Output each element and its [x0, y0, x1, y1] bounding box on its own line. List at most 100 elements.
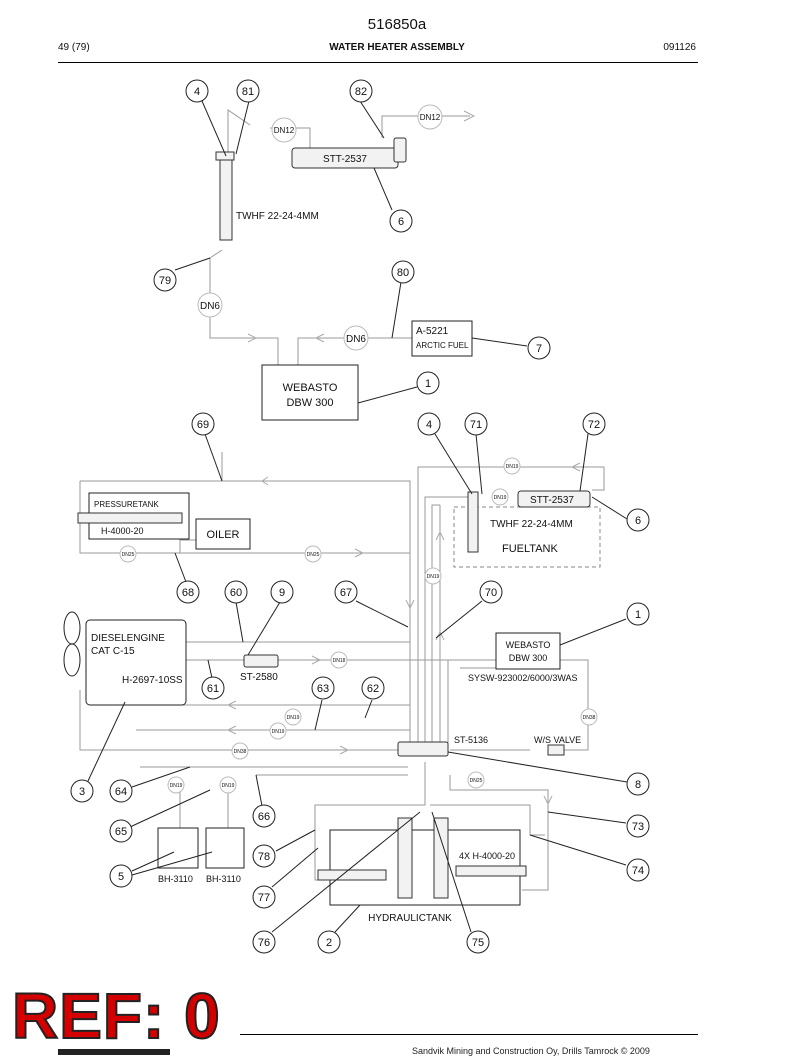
bh-3110-right [205, 827, 245, 869]
callout-5: 5 [118, 871, 124, 883]
twhf-heater-right [467, 491, 479, 553]
stt-heat-exchanger-right [517, 490, 591, 508]
marker-dn12-b: DN12 [420, 113, 441, 122]
callout-60: 60 [230, 587, 242, 599]
label-arctic-code: A-5221 [416, 326, 449, 337]
label-twhf-right: TWHF 22-24-4MM [490, 519, 573, 530]
label-hydraulictank: HYDRAULICTANK [368, 913, 452, 924]
marker-dn38-a: DN38 [583, 715, 596, 721]
line-size-markers: DN12 DN12 DN6 DN6 DN19 DN19 DN25 DN19 DN… [119, 104, 598, 794]
company-logo [58, 1049, 170, 1055]
marker-dn12-a: DN12 [274, 126, 295, 135]
callout-62: 62 [367, 683, 379, 695]
callout-6-top: 6 [398, 216, 404, 228]
marker-dn38-b: DN38 [234, 749, 247, 755]
label-bh3110-b: BH-3110 [206, 874, 241, 884]
document-id: 516850a [367, 16, 427, 33]
st-5136-manifold [397, 741, 449, 757]
label-st2580: ST-2580 [240, 672, 278, 683]
callout-7: 7 [536, 343, 542, 355]
oiler-box [195, 518, 251, 550]
marker-dn19-b: DN19 [494, 495, 507, 501]
callout-2: 2 [326, 937, 332, 949]
label-diesel-2: CAT C-15 [91, 646, 135, 657]
callout-68: 68 [182, 587, 194, 599]
marker-dn6-a: DN6 [200, 301, 220, 312]
leader-lines [87, 100, 628, 933]
webasto-right-box [495, 632, 561, 670]
callout-3: 3 [79, 786, 85, 798]
arctic-fuel-box [411, 320, 473, 357]
ws-valve [547, 744, 565, 756]
header-rule [58, 62, 698, 63]
label-h4000x4: 4X H-4000-20 [459, 851, 515, 861]
label-webasto-top-1: WEBASTO [283, 382, 338, 394]
label-arctic-name: ARCTIC FUEL [416, 341, 469, 350]
diesel-engine-box [85, 619, 187, 706]
callout-78: 78 [258, 851, 270, 863]
marker-dn19-c: DN19 [427, 574, 440, 580]
callout-61: 61 [207, 683, 219, 695]
callouts: 4 81 82 6 79 80 7 1 69 4 71 72 6 68 60 9… [70, 79, 650, 954]
callout-71: 71 [470, 419, 482, 431]
marker-dn19-a: DN19 [506, 464, 519, 470]
pressure-tank-heater [77, 512, 183, 524]
callout-4-top: 4 [194, 86, 200, 98]
callout-64: 64 [115, 786, 127, 798]
marker-dn19-g: DN19 [222, 783, 235, 789]
label-oiler: OILER [206, 529, 239, 541]
callout-79: 79 [159, 275, 171, 287]
label-webasto-right-2: DBW 300 [509, 653, 548, 663]
st-2580-valve [243, 654, 279, 668]
callout-8: 8 [635, 779, 641, 791]
callout-4-right: 4 [426, 419, 432, 431]
label-stt-top: STT-2537 [323, 154, 367, 165]
callout-75: 75 [472, 937, 484, 949]
label-st5136: ST-5136 [454, 735, 488, 745]
label-bh3110-a: BH-3110 [158, 874, 193, 884]
label-h4000: H-4000-20 [101, 526, 144, 536]
label-h2697: H-2697-10SS [122, 675, 183, 686]
label-pressuretank: PRESSURETANK [94, 500, 159, 509]
marker-dn25-c: DN25 [470, 778, 483, 784]
label-fueltank: FUELTANK [502, 543, 558, 555]
webasto-top-box [261, 364, 359, 421]
marker-dn25-a: DN25 [122, 552, 135, 558]
page-title: WATER HEATER ASSEMBLY [329, 42, 465, 53]
callout-81: 81 [242, 86, 254, 98]
callout-80: 80 [397, 267, 409, 279]
label-sysw: SYSW-923002/6000/3WAS [468, 673, 578, 683]
label-diesel-1: DIESELENGINE [91, 633, 165, 644]
callout-73: 73 [632, 821, 644, 833]
callout-9: 9 [279, 587, 285, 599]
document-date: 091126 [663, 42, 696, 53]
callout-1-right: 1 [635, 609, 641, 621]
label-webasto-top-2: DBW 300 [286, 397, 333, 409]
callout-76: 76 [258, 937, 270, 949]
callout-74: 74 [632, 865, 644, 877]
marker-dn19-d: DN19 [287, 715, 300, 721]
footer-rule [240, 1034, 698, 1035]
marker-dn18: DN18 [333, 658, 346, 664]
marker-dn19-f: DN19 [170, 783, 183, 789]
top-components [215, 137, 473, 421]
marker-dn25-b: DN25 [307, 552, 320, 558]
callout-1-top: 1 [425, 378, 431, 390]
callout-66: 66 [258, 811, 270, 823]
callout-6-right: 6 [635, 515, 641, 527]
callout-65: 65 [115, 826, 127, 838]
callout-70: 70 [485, 587, 497, 599]
label-ws-valve: W/S VALVE [534, 735, 581, 745]
marker-dn19-e: DN19 [272, 729, 285, 735]
marker-dn6-b: DN6 [346, 334, 366, 345]
page-number: 49 (79) [58, 42, 90, 53]
footer-copyright: Sandvik Mining and Construction Oy, Dril… [412, 1046, 650, 1056]
callout-77: 77 [258, 892, 270, 904]
label-twhf-top: TWHF 22-24-4MM [236, 211, 319, 222]
callout-82: 82 [355, 86, 367, 98]
label-stt-right: STT-2537 [530, 495, 574, 506]
label-webasto-right-1: WEBASTO [506, 640, 551, 650]
twhf-heater-top [219, 157, 233, 241]
ref-stamp: REF: 0 [11, 980, 221, 1052]
